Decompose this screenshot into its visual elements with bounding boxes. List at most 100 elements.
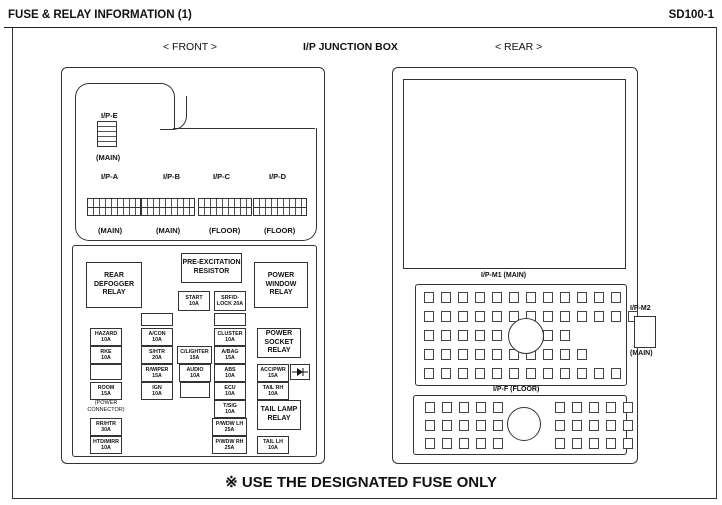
connector-pin bbox=[459, 402, 469, 413]
connector-pin bbox=[560, 311, 570, 322]
rear-defogger-relay: REAR DEFOGGER RELAY bbox=[86, 262, 142, 308]
connector-pin bbox=[475, 368, 485, 379]
connector-pin bbox=[560, 330, 570, 341]
connector-pin bbox=[543, 292, 553, 303]
page-code: SD100-1 bbox=[668, 9, 714, 21]
connector-pin bbox=[594, 311, 604, 322]
ipb-sub: (MAIN) bbox=[156, 226, 181, 235]
connector-pin bbox=[458, 368, 468, 379]
ipe-label: I/P-E bbox=[101, 111, 118, 120]
connector-pin bbox=[560, 349, 570, 360]
diode-icon bbox=[290, 364, 310, 380]
connector-pin bbox=[492, 330, 502, 341]
connector-pin bbox=[476, 402, 486, 413]
connector-pin bbox=[577, 292, 587, 303]
connector-pin bbox=[526, 368, 536, 379]
ipd-connector bbox=[253, 198, 307, 216]
connector-pin bbox=[475, 311, 485, 322]
connector-pin bbox=[572, 402, 582, 413]
connector-pin bbox=[509, 292, 519, 303]
connector-pin bbox=[577, 349, 587, 360]
ipa-sub: (MAIN) bbox=[98, 226, 123, 235]
connector-pin bbox=[555, 402, 565, 413]
connector-pin bbox=[476, 438, 486, 449]
connector-pin bbox=[425, 438, 435, 449]
connector-pin bbox=[577, 368, 587, 379]
rear-cover bbox=[403, 79, 626, 269]
ipc-sub: (FLOOR) bbox=[209, 226, 241, 235]
connector-pin bbox=[476, 420, 486, 431]
ipb-connector bbox=[141, 198, 195, 216]
power-connector-note: (POWER CONNECTOR) bbox=[87, 400, 125, 413]
connector-pin bbox=[424, 292, 434, 303]
footer-warning: ※ USE THE DESIGNATED FUSE ONLY bbox=[225, 474, 497, 491]
connector-pin bbox=[475, 330, 485, 341]
fuse-slot-empty bbox=[180, 382, 210, 398]
connector-pin bbox=[509, 368, 519, 379]
ipe-connector bbox=[97, 121, 117, 147]
ipb-label: I/P-B bbox=[163, 172, 181, 181]
connector-pin bbox=[577, 311, 587, 322]
connector-pin bbox=[560, 368, 570, 379]
connector-pin bbox=[458, 311, 468, 322]
connector-pin bbox=[458, 330, 468, 341]
page-header: FUSE & RELAY INFORMATION (1) bbox=[8, 9, 192, 21]
ip-f-label: I/P-F (FLOOR) bbox=[493, 386, 540, 393]
connector-pin bbox=[441, 311, 451, 322]
power-socket-relay: POWER SOCKET RELAY bbox=[257, 328, 301, 358]
m1-center-hole bbox=[508, 318, 544, 354]
ip-m2-label: I/P-M2 bbox=[630, 305, 651, 312]
ipc-label: I/P-C bbox=[213, 172, 231, 181]
connector-pin bbox=[442, 402, 452, 413]
connector-block-step-curve bbox=[160, 96, 187, 130]
connector-pin bbox=[611, 368, 621, 379]
connector-pin bbox=[594, 368, 604, 379]
connector-pin bbox=[623, 402, 633, 413]
connector-block-step bbox=[173, 128, 315, 129]
connector-pin bbox=[611, 292, 621, 303]
f-center-hole bbox=[507, 407, 541, 441]
connector-pin bbox=[611, 311, 621, 322]
connector-pin bbox=[606, 420, 616, 431]
ipa-label: I/P-A bbox=[101, 172, 119, 181]
connector-pin bbox=[555, 420, 565, 431]
fuse-slot-empty bbox=[141, 313, 173, 326]
connector-pin bbox=[589, 438, 599, 449]
connector-pin bbox=[425, 402, 435, 413]
junction-box-title: I/P JUNCTION BOX bbox=[303, 41, 398, 53]
connector-pin bbox=[493, 420, 503, 431]
connector-pin bbox=[492, 292, 502, 303]
connector-pin bbox=[458, 349, 468, 360]
connector-pin bbox=[526, 292, 536, 303]
diagram-frame bbox=[12, 28, 717, 499]
connector-pin bbox=[493, 402, 503, 413]
connector-pin bbox=[589, 420, 599, 431]
connector-pin bbox=[441, 349, 451, 360]
connector-pin bbox=[458, 292, 468, 303]
ip-m2-connector bbox=[634, 316, 656, 348]
connector-pin bbox=[560, 292, 570, 303]
ipc-connector bbox=[198, 198, 252, 216]
fuse-slot-empty bbox=[214, 313, 246, 326]
connector-pin bbox=[425, 420, 435, 431]
connector-pin bbox=[424, 311, 434, 322]
connector-pin bbox=[459, 438, 469, 449]
connector-pin bbox=[441, 330, 451, 341]
ip-m2-sub: (MAIN) bbox=[630, 350, 653, 357]
fuse-srf-lock: SRF/D-LOCK 20A bbox=[214, 291, 246, 311]
fuse-slot-empty bbox=[90, 364, 122, 380]
connector-pin bbox=[589, 402, 599, 413]
header-rule bbox=[4, 27, 717, 28]
